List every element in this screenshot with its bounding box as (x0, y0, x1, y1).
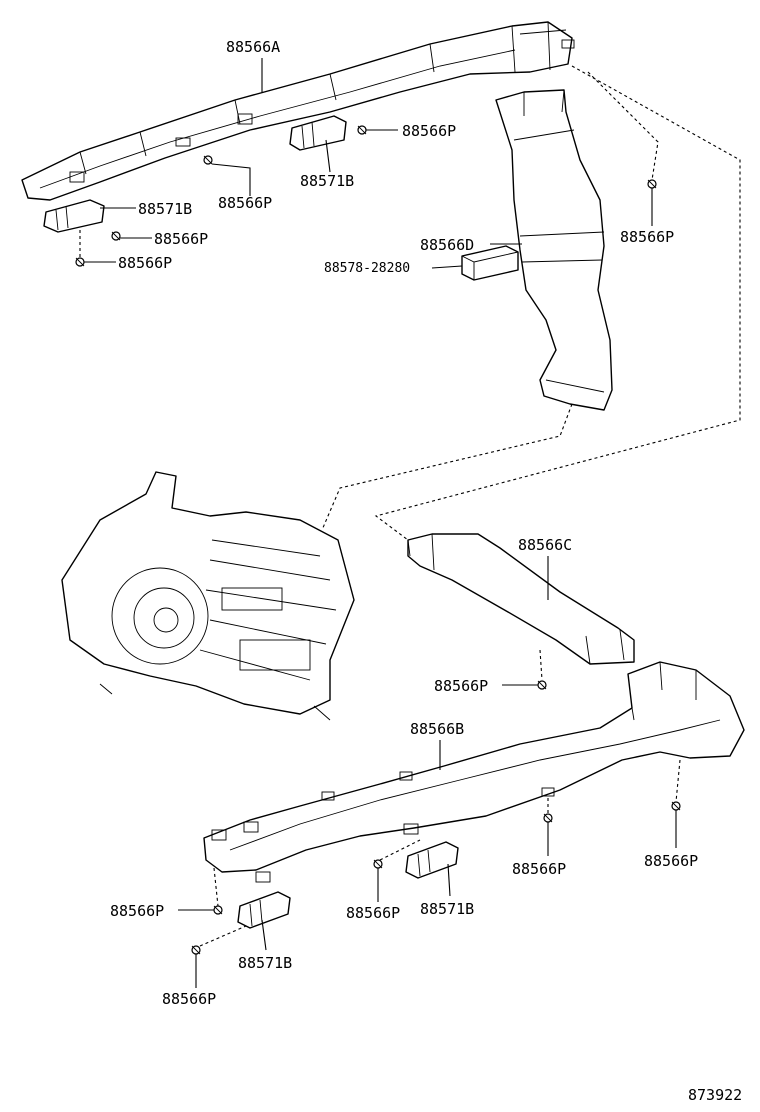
label-88566p-8: 88566P (162, 990, 216, 1008)
dashed-line-clip-lower-2 (213, 867, 219, 907)
dashed-line-clip-5 (587, 71, 659, 181)
dashed-line-a-to-c (374, 65, 741, 541)
heater-blower-unit (61, 471, 355, 721)
clip-lower-2 (213, 905, 223, 915)
label-88566p-1: 88566P (402, 122, 456, 140)
leader-88571b-1 (325, 139, 331, 173)
label-88566a: 88566A (226, 38, 280, 56)
label-88566p-4: 88566P (118, 254, 172, 272)
label-88571b-2: 88571B (138, 200, 192, 218)
dashed-line-clip-lower-1 (539, 649, 543, 681)
label-88566p-2: 88566P (218, 194, 272, 212)
duct-88566b (203, 661, 745, 883)
label-88566p-5: 88566P (620, 228, 674, 246)
clip-lower-3 (191, 945, 201, 955)
seal-88578-28280 (461, 245, 519, 281)
duct-88566d (495, 89, 613, 411)
clip-upper-1 (357, 125, 367, 135)
register-88571b-upper-right (289, 115, 347, 151)
label-88566p-3: 88566P (154, 230, 208, 248)
clip-upper-4 (75, 257, 85, 267)
clip-upper-2 (203, 155, 213, 165)
leader-88566p-2 (211, 163, 251, 196)
label-88571b-3: 88571B (238, 954, 292, 972)
clip-lower-5 (543, 813, 553, 823)
dashed-line-clip-lower-6 (675, 759, 681, 803)
register-88571b-lower-right (405, 841, 459, 879)
leader-88571b-3 (261, 919, 267, 951)
label-88566p-7: 88566P (110, 902, 164, 920)
clip-upper-5 (647, 179, 657, 189)
label-88571b-4: 88571B (420, 900, 474, 918)
dashed-line-clip-lower-3 (199, 925, 247, 947)
label-88566c: 88566C (518, 536, 572, 554)
label-88566p-9: 88566P (346, 904, 400, 922)
dashed-line-clip-lower-4 (379, 839, 421, 861)
duct-88566c (407, 533, 635, 665)
leader-seal (431, 265, 463, 269)
label-88571b-1: 88571B (300, 172, 354, 190)
label-88566p-11: 88566P (644, 852, 698, 870)
label-88566p-10: 88566P (512, 860, 566, 878)
clip-lower-1 (537, 680, 547, 690)
clip-upper-3 (111, 231, 121, 241)
clip-lower-6 (671, 801, 681, 811)
leader-88571b-4 (447, 863, 451, 897)
dashed-line-d-to-heater (321, 403, 573, 531)
label-88566b: 88566B (410, 720, 464, 738)
label-88566p-6: 88566P (434, 677, 488, 695)
figure-number: 873922 (688, 1086, 742, 1104)
duct-88566a (21, 21, 575, 201)
label-seal: 88578-28280 (324, 261, 410, 276)
register-88571b-upper-left (43, 199, 105, 233)
clip-lower-4 (373, 859, 383, 869)
label-88566d: 88566D (420, 236, 474, 254)
register-88571b-lower-left (237, 891, 291, 929)
